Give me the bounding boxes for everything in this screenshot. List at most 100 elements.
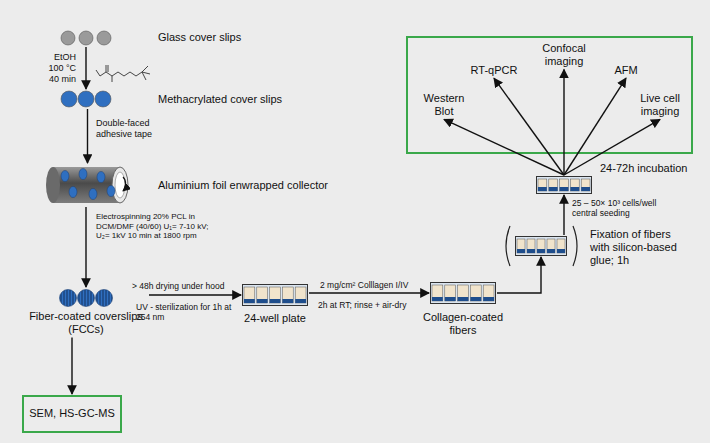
coverslip [69,187,77,198]
node-label: 24-well plate [230,312,320,325]
coverslip [60,290,77,307]
node-label: Western Blot [418,92,470,118]
well-plate-box: 24-well plate [242,284,308,306]
results-frame [407,37,692,153]
node-label: Live cell imaging [632,92,688,118]
well-bottom [560,187,569,191]
node-label: Methacrylated cover slips [158,93,378,106]
flow-arrow [563,69,564,175]
flow-arrow [494,78,564,175]
flow-arrow [444,119,564,175]
step-condition: EtOH 100 °C 40 min [40,52,76,84]
coverslip [96,290,113,307]
coverslip [78,91,94,107]
node-label: Fiber-coated coverslips (FCCs) [24,310,148,336]
well [517,239,525,253]
coverslip [61,31,75,45]
collector-drum [45,164,130,206]
analysis-box: SEM, HS-GC-MS [22,395,122,433]
step-condition: Double-faced adhesive tape [96,118,178,140]
plate-frame [516,237,567,256]
well [547,239,555,253]
well-bottom [244,299,255,303]
coverslip-icons [60,30,112,46]
coverslip [79,31,93,45]
well-bottom [537,249,545,253]
well [537,239,545,253]
well [445,285,456,301]
coverslip [61,91,77,107]
well [581,179,590,191]
node-label: RT-qPCR [466,64,522,77]
coverslip [97,31,111,45]
well-plate [536,176,592,194]
flow-arrow [87,109,88,163]
flow-arrow [71,337,72,394]
well-bottom [547,249,555,253]
node-label: Confocal imaging [535,42,593,68]
flow-arrow [309,292,429,293]
node-label: Aluminium foil enwrapped collector [158,179,388,192]
method-label-box: Western Blot [418,92,470,118]
coverslip [78,290,95,307]
well-bottom [432,297,443,301]
well [432,285,443,301]
well-bottom [581,187,590,191]
well [527,239,535,253]
node-label: 24-72h incubation [600,162,692,175]
fiber-coverslips [24,288,148,308]
well [538,179,547,191]
flow-arrow [85,47,86,89]
coverslip [95,91,111,107]
well-bottom [538,187,547,191]
coverslip-group: Fiber-coated coverslips (FCCs) [24,288,148,336]
drum-end [46,167,60,203]
well [270,287,281,303]
well-bottom [257,299,268,303]
drum-hole [115,172,125,198]
well [282,287,293,303]
well-bottom [483,297,494,301]
coverslip-group: Methacrylated cover slips [60,90,112,108]
well-bottom [517,249,525,253]
method-label-box: AFM [606,64,646,77]
flow-arrow [563,195,564,235]
coverslip-icons [60,90,112,108]
well-bottom [270,299,281,303]
well [483,285,494,301]
plate-frame [537,177,592,194]
well-plate-box: Fixation of fibers with silicon-based gl… [515,236,567,256]
flow-arrow [85,207,86,287]
coverslip [107,186,115,197]
well-bottom [445,297,456,301]
coverslip [79,169,87,180]
flow-arrow [149,294,241,295]
well-bottom [470,297,481,301]
well [244,287,255,303]
well [560,179,569,191]
plate-frame [431,283,496,304]
well [257,287,268,303]
method-label-box: Live cell imaging [632,92,688,118]
drum-body [53,167,120,203]
node-label: Fixation of fibers with silicon-based gl… [590,228,686,268]
step-condition: 25 – 50× 10³ cells/well central seeding [572,198,684,218]
flow-arrow [564,78,626,175]
well-bottom [527,249,535,253]
well-bottom [549,187,558,191]
coverslip [97,172,105,183]
node-label: SEM, HS-GC-MS [29,407,115,420]
node-label: AFM [606,64,646,77]
well [295,287,306,303]
coverslip [61,171,69,182]
step-note: 2h at RT; rinse + air-dry [318,300,428,310]
well-plate [430,282,496,304]
well-plate-box: Collagen-coated fibers [430,282,496,304]
well-plate [515,236,567,256]
plate-frame [243,285,308,306]
well-plate [242,284,308,306]
method-label-box: RT-qPCR [466,64,522,77]
step-note: UV - sterilization for 1h at 254 nm [136,302,232,322]
